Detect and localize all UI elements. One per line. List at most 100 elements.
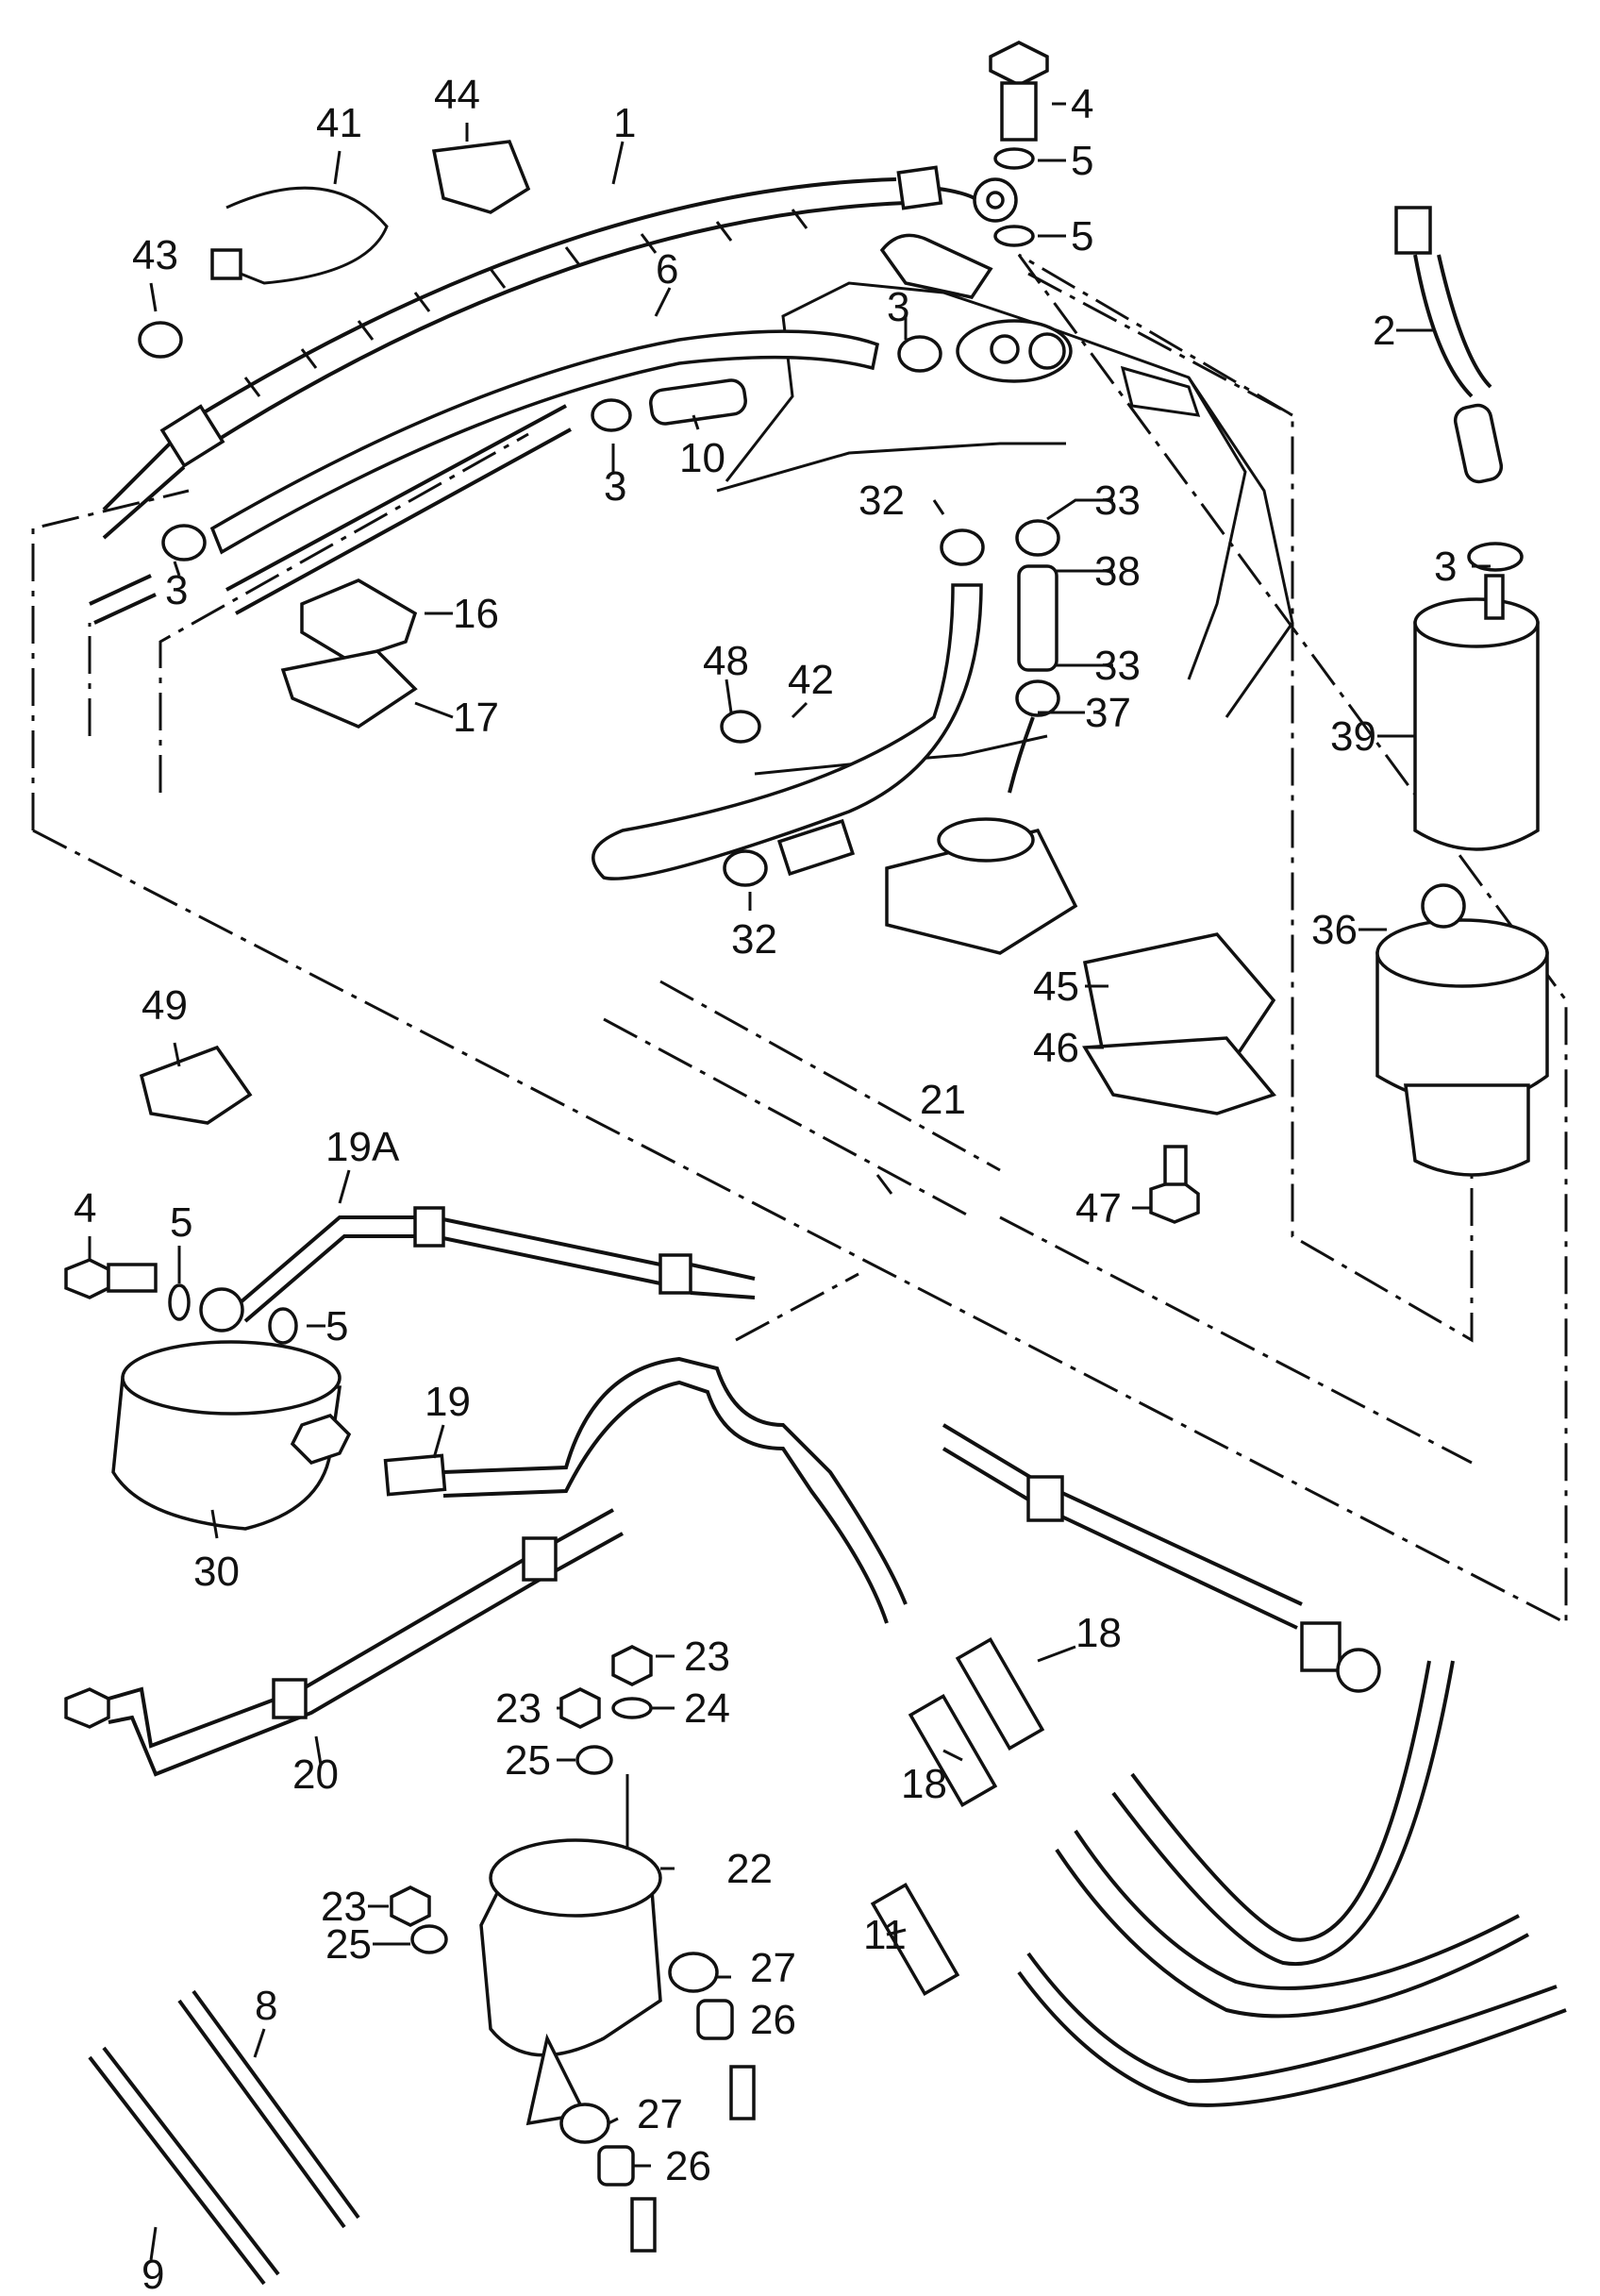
connector-11 bbox=[870, 1882, 960, 1997]
callout-11: 11 bbox=[863, 1912, 907, 1958]
callout-19: 19 bbox=[425, 1379, 471, 1425]
callout-48: 48 bbox=[703, 638, 749, 684]
pump-housing-36 bbox=[1375, 883, 1549, 1177]
pipe-37 bbox=[1008, 716, 1035, 794]
banjo-bolt-lower bbox=[64, 1258, 158, 1299]
callout-32b: 32 bbox=[731, 916, 777, 963]
callout-46: 46 bbox=[1033, 1025, 1079, 1071]
fuel-line-19 bbox=[383, 1356, 908, 1624]
clamp-33b bbox=[1015, 679, 1060, 717]
tie-strap-41 bbox=[210, 186, 389, 285]
callout-18b: 18 bbox=[901, 1761, 947, 1807]
check-valve bbox=[776, 818, 856, 877]
callout-16: 16 bbox=[453, 591, 499, 637]
fuel-filter-30 bbox=[111, 1340, 352, 1531]
clip-45 bbox=[1082, 932, 1276, 1059]
washer-25b bbox=[410, 1924, 448, 1954]
callout-19A: 19A bbox=[325, 1124, 400, 1170]
bush-27b bbox=[559, 2103, 610, 2144]
clamp-3a bbox=[161, 524, 207, 561]
clamp-3b bbox=[591, 398, 632, 432]
callout-25a: 25 bbox=[505, 1737, 551, 1784]
callout-3c: 3 bbox=[887, 284, 909, 330]
rod-9 bbox=[88, 2046, 280, 2286]
callout-22: 22 bbox=[726, 1846, 773, 1892]
clamp-48 bbox=[720, 710, 761, 744]
bolt-lower-a bbox=[729, 2065, 756, 2120]
callout-47: 47 bbox=[1075, 1185, 1122, 1232]
callout-21: 21 bbox=[920, 1077, 966, 1123]
fuel-line-19A bbox=[199, 1206, 756, 1332]
callout-23c: 23 bbox=[321, 1884, 367, 1930]
callout-4b: 4 bbox=[74, 1185, 96, 1232]
nut-23a bbox=[611, 1645, 653, 1686]
clamp-32a bbox=[940, 528, 985, 566]
callout-3a: 3 bbox=[165, 567, 188, 613]
callout-labels: 1 2 3 3 3 3 4 4 5 5 5 5 6 8 9 10 11 16 1… bbox=[74, 72, 1457, 2296]
callout-3b: 3 bbox=[604, 463, 626, 510]
callout-43: 43 bbox=[132, 232, 178, 278]
banjo-bolt-top bbox=[989, 41, 1049, 142]
callout-23b: 23 bbox=[495, 1685, 542, 1732]
callout-17: 17 bbox=[453, 695, 499, 741]
leader-lines bbox=[88, 102, 1491, 2261]
callout-26b: 26 bbox=[665, 2143, 711, 2189]
callout-18a: 18 bbox=[1075, 1610, 1122, 1656]
hose-38 bbox=[1017, 564, 1058, 672]
washer-5b bbox=[993, 225, 1035, 247]
hose-10 bbox=[649, 378, 747, 426]
callout-9: 9 bbox=[142, 2252, 164, 2296]
callout-10: 10 bbox=[679, 435, 725, 481]
filter-bracket-22 bbox=[479, 1838, 662, 2126]
bolt-lower-b bbox=[630, 2197, 657, 2253]
pump-mount bbox=[885, 817, 1078, 955]
pipe-lower-curves bbox=[1017, 1660, 1567, 2107]
callout-27b: 27 bbox=[637, 2091, 683, 2137]
callout-3d: 3 bbox=[1434, 544, 1457, 590]
callout-30: 30 bbox=[193, 1549, 240, 1595]
callout-4a: 4 bbox=[1071, 81, 1093, 127]
callout-5a: 5 bbox=[1071, 138, 1093, 184]
connector-18b bbox=[908, 1693, 998, 1808]
callout-8: 8 bbox=[255, 1983, 277, 2029]
nut-23b bbox=[559, 1687, 601, 1729]
clip-44 bbox=[431, 140, 531, 214]
clip-49 bbox=[139, 1045, 253, 1125]
callout-5d: 5 bbox=[325, 1303, 348, 1349]
fuel-line-braided bbox=[102, 165, 1018, 540]
bolt-47 bbox=[1149, 1145, 1200, 1224]
washer-5d bbox=[268, 1307, 298, 1345]
callout-20: 20 bbox=[292, 1751, 339, 1798]
callout-5b: 5 bbox=[1071, 213, 1093, 260]
washer-5c bbox=[168, 1283, 191, 1321]
callout-1: 1 bbox=[613, 100, 636, 146]
tank-outline bbox=[31, 253, 1568, 1626]
connector-18a bbox=[955, 1636, 1045, 1751]
callout-36: 36 bbox=[1311, 907, 1358, 953]
clamp-32b bbox=[723, 849, 768, 887]
fuel-line-right bbox=[942, 1423, 1381, 1693]
callout-5c: 5 bbox=[170, 1199, 192, 1246]
clamp-3c bbox=[897, 335, 942, 373]
callout-42: 42 bbox=[788, 657, 834, 703]
callout-6: 6 bbox=[656, 246, 678, 293]
callout-32a: 32 bbox=[858, 478, 905, 524]
filler-neck bbox=[879, 233, 1073, 383]
callout-24: 24 bbox=[684, 1685, 730, 1732]
clip-16 bbox=[300, 578, 418, 662]
clamp-33a bbox=[1015, 519, 1060, 557]
bracket-17 bbox=[280, 649, 418, 729]
callout-2: 2 bbox=[1373, 308, 1395, 354]
callout-27a: 27 bbox=[750, 1945, 796, 1991]
hose-braided-right bbox=[1394, 206, 1504, 484]
callout-33b: 33 bbox=[1094, 643, 1141, 689]
callout-39: 39 bbox=[1330, 713, 1376, 760]
sleeve-26b bbox=[597, 2145, 635, 2187]
nut-23c bbox=[390, 1885, 431, 1927]
hose-42 bbox=[592, 583, 983, 880]
callout-33a: 33 bbox=[1094, 478, 1141, 524]
washer-25a bbox=[575, 1745, 613, 1775]
clamp-43 bbox=[138, 321, 183, 359]
washer-24 bbox=[611, 1697, 653, 1719]
